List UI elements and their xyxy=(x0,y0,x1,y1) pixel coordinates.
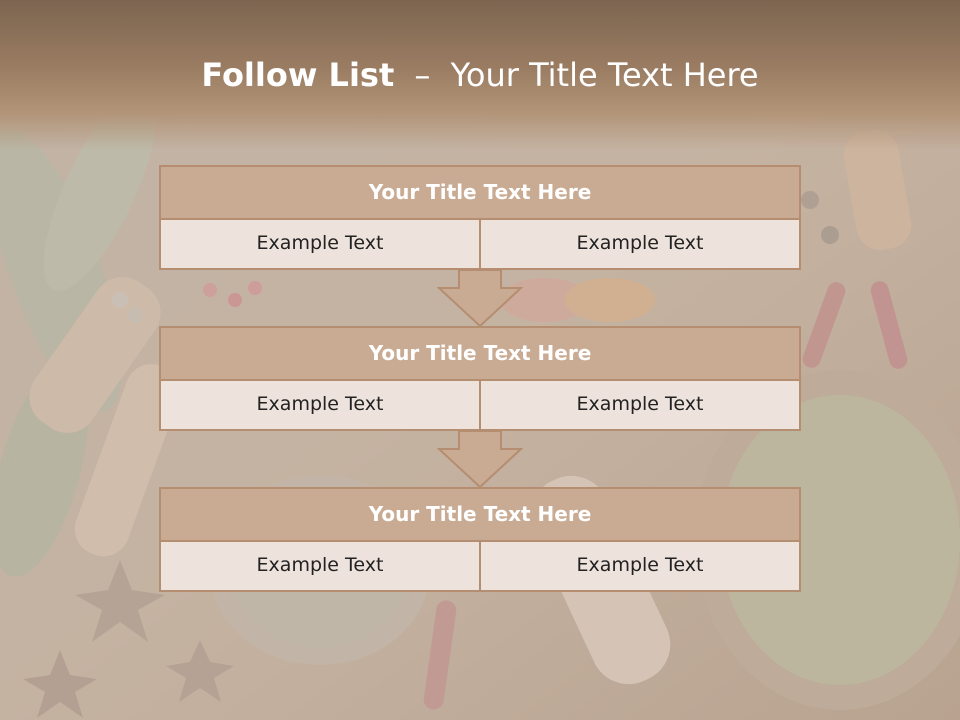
down-arrow-icon xyxy=(437,270,523,328)
block-right-text: Example Text xyxy=(481,542,801,592)
block-right-text: Example Text xyxy=(481,220,801,270)
title-band xyxy=(0,0,960,150)
block-title: Your Title Text Here xyxy=(159,165,801,220)
slide-title: Follow List – Your Title Text Here xyxy=(0,50,960,100)
follow-list-block-1: Your Title Text Here Example Text Exampl… xyxy=(159,165,801,270)
block-title: Your Title Text Here xyxy=(159,326,801,381)
block-left-text: Example Text xyxy=(159,220,481,270)
block-right-text: Example Text xyxy=(481,381,801,431)
block-title: Your Title Text Here xyxy=(159,487,801,542)
down-arrow-icon xyxy=(437,431,523,489)
block-row: Example Text Example Text xyxy=(159,220,801,270)
title-rest: Your Title Text Here xyxy=(450,56,759,94)
block-row: Example Text Example Text xyxy=(159,542,801,592)
title-separator: – xyxy=(414,56,431,94)
title-bold-part: Follow List xyxy=(201,56,395,94)
block-left-text: Example Text xyxy=(159,381,481,431)
block-left-text: Example Text xyxy=(159,542,481,592)
follow-list-block-2: Your Title Text Here Example Text Exampl… xyxy=(159,326,801,431)
follow-list-block-3: Your Title Text Here Example Text Exampl… xyxy=(159,487,801,592)
block-row: Example Text Example Text xyxy=(159,381,801,431)
